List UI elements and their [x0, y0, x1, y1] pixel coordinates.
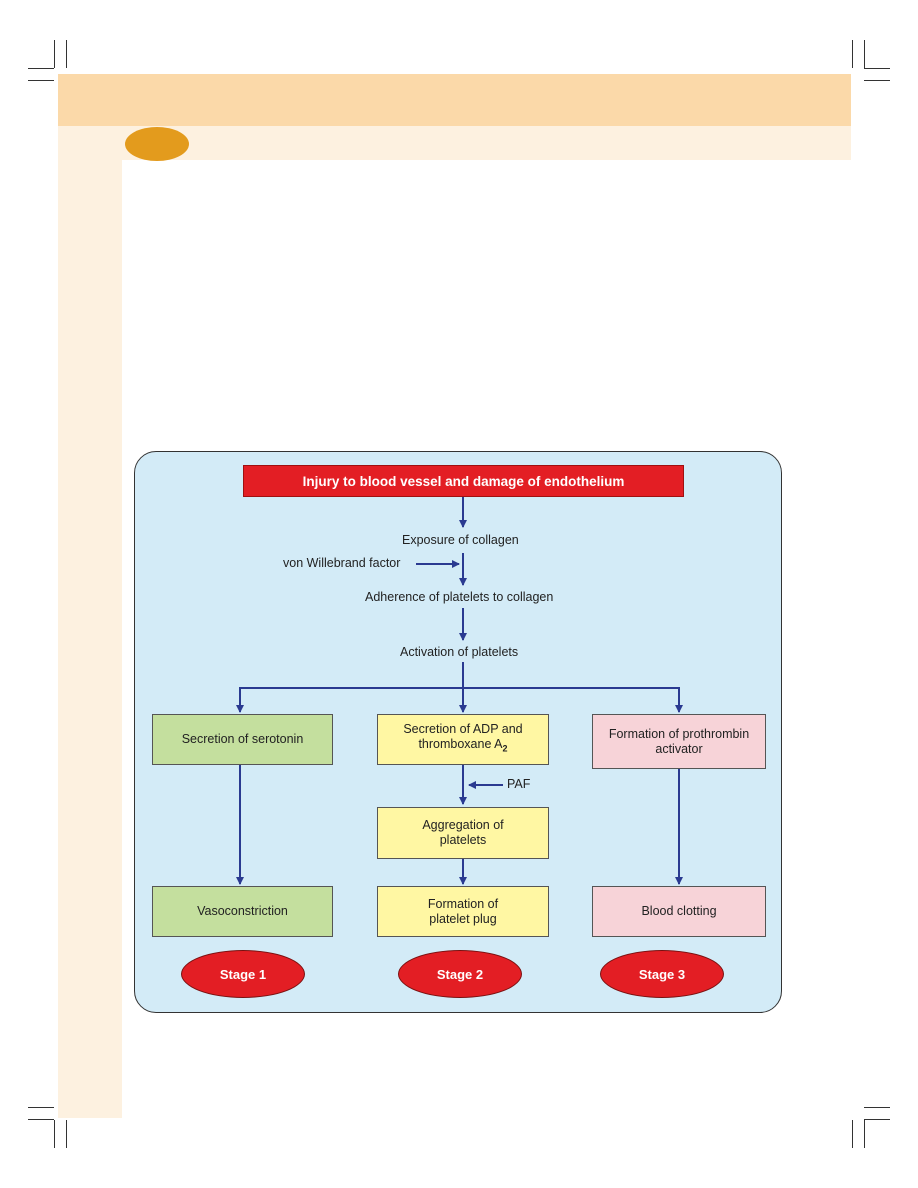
crop-mark — [28, 80, 54, 81]
box-blood-clotting: Blood clotting — [592, 886, 766, 937]
stage-2-badge: Stage 2 — [398, 950, 522, 998]
crop-mark — [864, 1107, 890, 1108]
adp-line1: Secretion of ADP and — [403, 722, 523, 737]
box-vasoconstriction: Vasoconstriction — [152, 886, 333, 937]
crop-mark — [852, 40, 853, 68]
crop-mark — [66, 1120, 67, 1148]
crop-mark — [864, 1119, 890, 1120]
crop-mark — [28, 1119, 54, 1120]
step-adherence: Adherence of platelets to collagen — [365, 590, 554, 604]
page-header-band — [58, 74, 851, 126]
crop-mark — [852, 1120, 853, 1148]
crop-mark — [864, 80, 890, 81]
crop-mark — [54, 40, 55, 68]
step-exposure: Exposure of collagen — [402, 533, 519, 547]
page-margin-column — [58, 160, 122, 1118]
crop-mark — [864, 68, 890, 69]
arrow-branch-left — [236, 687, 463, 713]
box-adp-thromboxane: Secretion of ADP and thromboxane A2 — [377, 714, 549, 765]
thromboxane-subscript: 2 — [502, 743, 508, 754]
crop-mark — [864, 40, 865, 68]
crop-mark — [66, 40, 67, 68]
box-prothrombin-activator: Formation of prothrombin activator — [592, 714, 766, 769]
step-activation: Activation of platelets — [400, 645, 519, 659]
box-aggregation: Aggregation of platelets — [377, 807, 549, 859]
box-platelet-plug: Formation of platelet plug — [377, 886, 549, 937]
crop-mark — [28, 68, 54, 69]
injury-box: Injury to blood vessel and damage of end… — [243, 465, 684, 497]
chapter-marker — [125, 127, 189, 161]
thromboxane-text: thromboxane A — [418, 737, 503, 752]
adp-line2: thromboxane A2 — [418, 737, 507, 757]
box-serotonin: Secretion of serotonin — [152, 714, 333, 765]
stage-3-badge: Stage 3 — [600, 950, 724, 998]
input-paf: PAF — [507, 777, 531, 791]
crop-mark — [54, 1120, 55, 1148]
arrow-branch-right — [463, 687, 683, 713]
page-subheader-band — [58, 126, 851, 160]
stage-1-badge: Stage 1 — [181, 950, 305, 998]
crop-mark — [28, 1107, 54, 1108]
input-vwf: von Willebrand factor — [283, 556, 401, 570]
crop-mark — [864, 1120, 865, 1148]
